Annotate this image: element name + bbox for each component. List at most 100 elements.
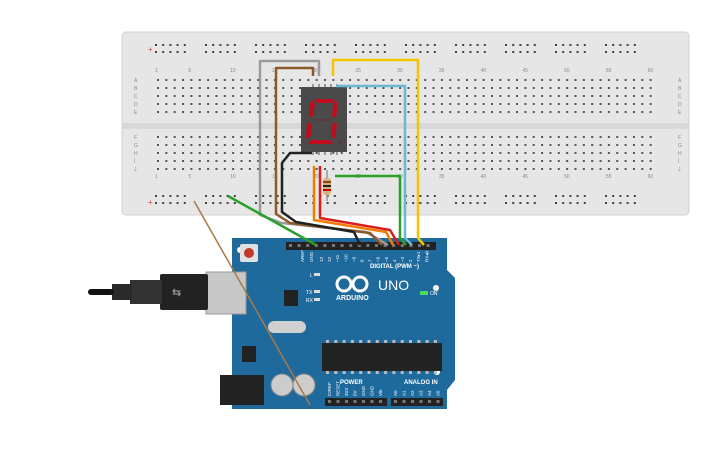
wires[interactable]	[193, 58, 425, 406]
column-number: 5	[188, 174, 191, 180]
usb-symbol-icon: ⇆	[172, 287, 181, 299]
row-letter: E	[134, 110, 138, 116]
segment-g-off	[312, 119, 332, 121]
rail-plus-bottom: +	[148, 198, 153, 207]
column-number: 25	[355, 68, 361, 74]
column-number: 40	[481, 68, 487, 74]
wire-orange[interactable]	[312, 166, 395, 246]
pin-label: A5	[436, 390, 441, 396]
pin-label: ~3	[400, 256, 405, 262]
pin-label: GND	[309, 251, 314, 262]
wire-black[interactable]	[280, 151, 362, 246]
pin-label: A3	[419, 390, 424, 396]
pin-label: ~11	[335, 254, 340, 262]
row-letter: H	[678, 151, 682, 157]
pin-label: 13	[319, 256, 324, 262]
pin-label: 12	[327, 256, 332, 262]
pin-label: RESET	[336, 381, 341, 396]
wire-green-seg[interactable]	[335, 174, 407, 246]
row-letter: C	[134, 94, 138, 100]
column-number: 20	[314, 174, 320, 180]
column-number: 55	[606, 174, 612, 180]
row-letter: A	[678, 78, 682, 84]
segment	[314, 99, 334, 103]
arduino-model-text: UNO	[378, 277, 409, 293]
row-letter: D	[678, 102, 682, 108]
usb-port	[205, 271, 247, 315]
row-letter: D	[134, 102, 138, 108]
pin-label: RX◂0	[424, 250, 429, 262]
column-number: 35	[439, 68, 445, 74]
row-letter: J	[678, 167, 681, 173]
arduino-brand-text: ARDUINO	[336, 295, 369, 302]
column-number: 60	[648, 174, 654, 180]
seven-segment-display[interactable]: 0	[0, 0, 347, 155]
segment	[309, 100, 315, 118]
pin-label: 4	[392, 259, 397, 262]
wire-tan[interactable]	[193, 200, 311, 406]
usb-cable[interactable]: ⇆	[88, 274, 208, 310]
row-letter: H	[134, 151, 138, 157]
wire-lightblue[interactable]	[336, 84, 413, 246]
digital-section-label: DIGITAL (PWM ~)	[370, 264, 419, 270]
pin-label: IOREF	[327, 382, 332, 396]
wire-red[interactable]	[318, 166, 401, 246]
pin-label: AREF	[300, 250, 305, 262]
column-number: 50	[564, 68, 570, 74]
segment	[308, 140, 333, 144]
pin-label: ~6	[376, 256, 381, 262]
pin-label: A4	[427, 390, 432, 396]
column-number: 40	[481, 174, 487, 180]
row-letter: I	[678, 159, 679, 165]
wire-yellow[interactable]	[331, 58, 425, 246]
column-number: 20	[314, 68, 320, 74]
wire-green-gnd[interactable]	[227, 194, 317, 247]
pin-label: GND	[370, 385, 375, 396]
l-led-label: L	[310, 273, 313, 279]
row-letter: G	[678, 143, 682, 149]
row-letter: I	[134, 159, 135, 165]
arduino-logo: ARDUINO UNO	[335, 275, 409, 302]
row-letter: B	[134, 86, 138, 92]
tx-led-label: TX	[306, 290, 313, 296]
resistor[interactable]	[323, 170, 331, 201]
analog-header[interactable]	[391, 398, 443, 406]
decimal-point	[338, 141, 342, 145]
column-number: 50	[564, 174, 570, 180]
column-number: 5	[188, 68, 191, 74]
rx-led-label: RX	[306, 298, 314, 304]
column-number: 1	[155, 174, 158, 180]
column-number: 60	[648, 68, 654, 74]
pin-label: A0	[393, 390, 398, 396]
column-number: 10	[230, 174, 236, 180]
pin-label: TX▸1	[416, 251, 421, 262]
pin-label: 8	[360, 259, 365, 262]
on-led-label: ON	[430, 291, 438, 297]
analog-section-label: ANALOG IN	[404, 380, 438, 386]
row-letter: C	[678, 94, 682, 100]
row-letter: F	[134, 135, 137, 141]
column-number: 10	[230, 68, 236, 74]
column-number: 55	[606, 68, 612, 74]
pin-label: 5V	[353, 390, 358, 396]
power-section-label: POWER	[340, 380, 363, 386]
row-letter: E	[678, 110, 682, 116]
column-number: 45	[522, 68, 528, 74]
pin-label: ~5	[384, 256, 389, 262]
rail-plus-top: +	[148, 45, 153, 54]
column-number: 35	[439, 174, 445, 180]
column-number: 1	[155, 68, 158, 74]
column-number: 30	[397, 68, 403, 74]
row-letter: A	[134, 78, 138, 84]
row-letter: B	[678, 86, 682, 92]
wire-brown[interactable]	[274, 66, 383, 246]
pin-label: 2	[408, 259, 413, 262]
microcontroller-chip	[322, 343, 442, 371]
pin-label: A2	[410, 390, 415, 396]
digital-header[interactable]	[286, 242, 436, 250]
column-number: 45	[522, 174, 528, 180]
